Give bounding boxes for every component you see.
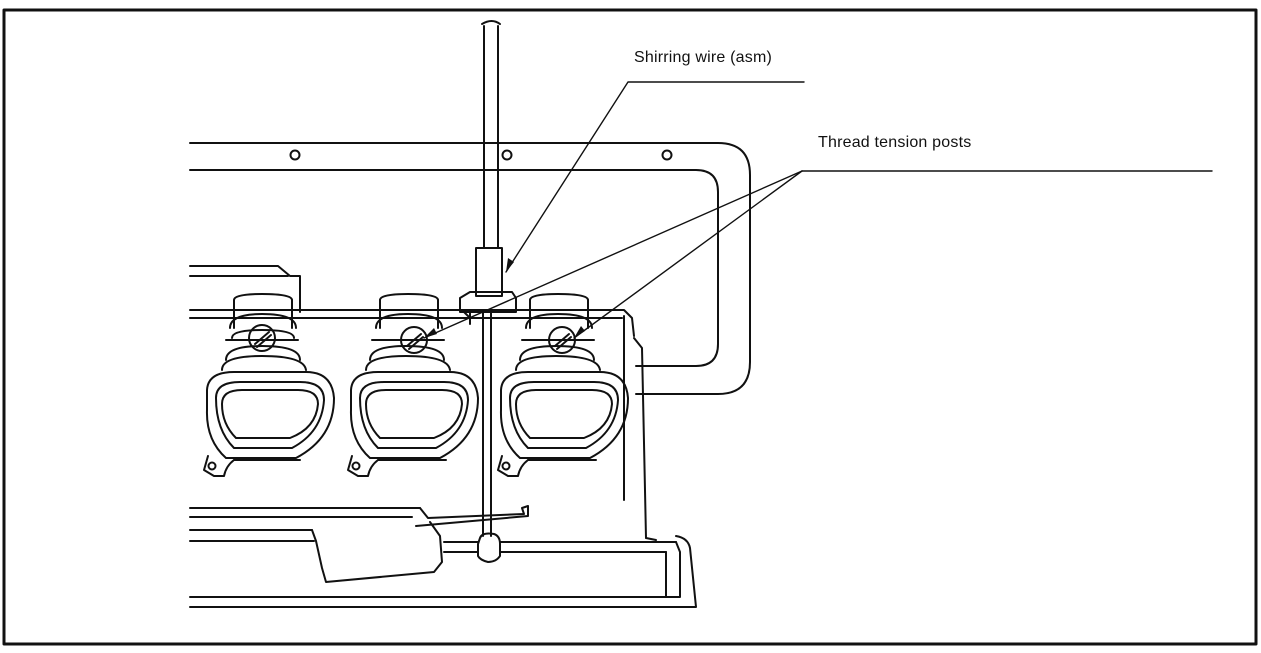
thread-tension-posts-label: Thread tension posts: [818, 134, 972, 151]
screw-hole: [501, 149, 513, 161]
figure-frame: [2, 8, 1258, 646]
left-block: [189, 265, 301, 313]
shirring-wire-rod: [459, 20, 517, 563]
leader-arrowheads: [424, 258, 585, 338]
leader-lines: [423, 81, 1213, 339]
leader-tension-post-center: [423, 170, 803, 339]
shirring-wire-label: Shirring wire (asm): [634, 49, 773, 66]
tension-unit-right: [497, 293, 629, 477]
leader-tension-post-right: [573, 170, 803, 339]
tension-unit-center: [347, 293, 479, 477]
screw-hole: [661, 149, 673, 161]
base-assembly: [189, 505, 697, 608]
tension-unit-left: [203, 293, 335, 477]
screw-hole: [289, 149, 301, 161]
top-plate: [189, 142, 751, 395]
leader-shirring-wire: [505, 81, 805, 273]
